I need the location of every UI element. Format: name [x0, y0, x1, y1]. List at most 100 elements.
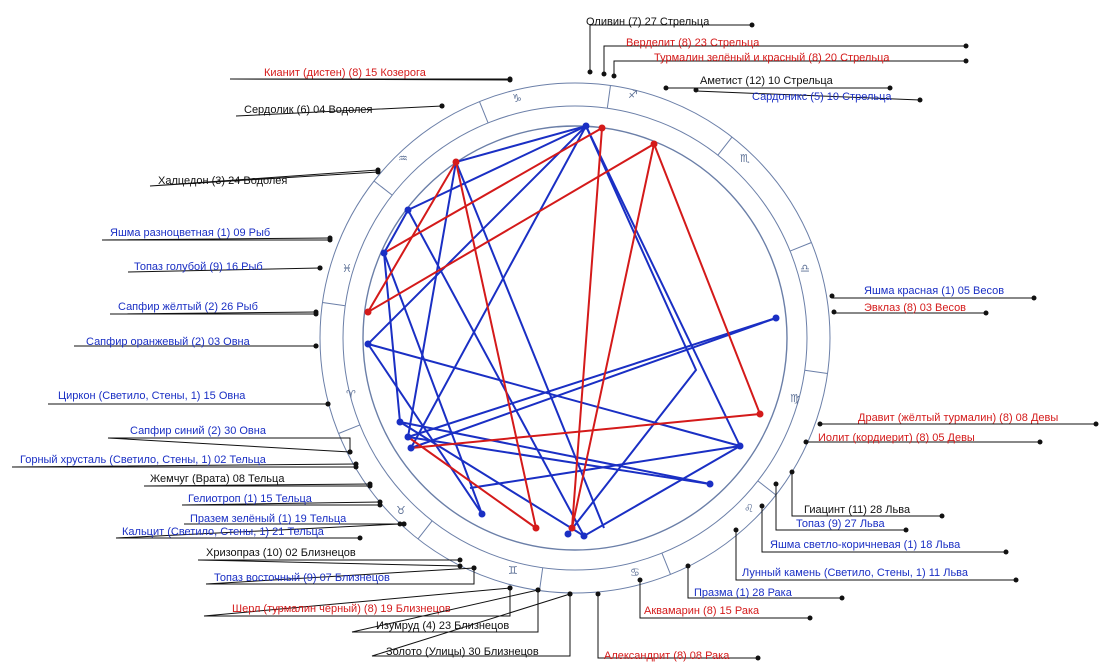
red-aspect-line: [365, 142, 761, 415]
leader-end-dot: [357, 535, 363, 541]
leader-end-dot: [401, 521, 407, 527]
red-aspect-line: [410, 413, 761, 449]
leader-ring-dot: [693, 87, 699, 93]
leader-ring-dot: [803, 439, 809, 445]
sign-divider: [539, 567, 544, 591]
label-leader-line: [205, 567, 475, 585]
aquarius-glyph: ♒: [398, 152, 408, 165]
blue-planet-dot: [396, 418, 404, 426]
leader-end-dot: [457, 557, 463, 563]
sign-divider: [717, 136, 733, 156]
zodiac-rings: [319, 82, 831, 594]
blue-aspect-line: [410, 317, 777, 449]
leader-end-dot: [983, 310, 989, 316]
leader-end-dot: [1003, 549, 1009, 555]
aries-glyph: ♈: [346, 388, 356, 401]
gem-label: Турмалин зелёный и красный (8) 20 Стрель…: [654, 52, 890, 64]
sign-divider: [373, 180, 393, 196]
label-leader-line: [761, 506, 1006, 553]
blue-planet-dot: [706, 480, 714, 488]
sign-dividers: [322, 85, 828, 591]
leader-ring-dot: [817, 421, 823, 427]
leader-end-dot: [887, 85, 893, 91]
label-leader-line: [127, 267, 321, 273]
leader-ring-dot: [685, 563, 691, 569]
leader-end-dot: [507, 76, 513, 82]
blue-planet-dot: [364, 340, 372, 348]
leader-ring-dot: [397, 521, 403, 527]
red-planet-dot: [568, 524, 576, 532]
taurus-glyph: ♉: [396, 504, 406, 517]
blue-aspect-line: [455, 161, 605, 529]
aspect-lines: [365, 125, 777, 538]
blue-planet-dot: [404, 206, 412, 214]
red-planet-dot: [364, 308, 372, 316]
leader-ring-dot: [637, 577, 643, 583]
leader-end-dot: [353, 464, 359, 470]
leader-ring-dot: [831, 309, 837, 315]
leader-end-dot: [377, 502, 383, 508]
blue-aspect-line: [367, 343, 741, 447]
leader-end-dot: [535, 587, 541, 593]
leader-ring-dot: [773, 481, 779, 487]
label-leader-line: [603, 45, 966, 74]
leader-end-dot: [439, 103, 445, 109]
outer-ring: [319, 82, 831, 594]
leader-ring-dot: [829, 293, 835, 299]
leader-end-dot: [313, 311, 319, 317]
label-leader-line: [229, 78, 511, 81]
red-planet-dot: [650, 140, 658, 148]
leader-end-dot: [755, 655, 761, 661]
gem-label: Гелиотроп (1) 15 Тельца: [188, 493, 313, 505]
label-leader-line: [235, 105, 443, 117]
sign-divider: [479, 101, 489, 124]
leader-end-dot: [807, 615, 813, 621]
label-leader-line: [371, 593, 571, 657]
blue-aspect-line: [407, 209, 585, 537]
gem-label: Верделит (8) 23 Стрельца: [626, 37, 760, 49]
leader-ring-dot: [457, 563, 463, 569]
aspect-points: [364, 122, 780, 540]
label-leader-line: [149, 169, 379, 187]
gem-label: Лунный камень (Светило, Стены, 1) 11 Льв…: [742, 567, 969, 579]
gem-label: Кианит (дистен) (8) 15 Козерога: [264, 67, 427, 79]
leader-end-dot: [917, 97, 923, 103]
gem-label: Дравит (жёлтый турмалин) (8) 08 Девы: [858, 412, 1058, 424]
leader-ring-dot: [663, 85, 669, 91]
gem-label: Топаз голубой (9) 16 Рыб: [134, 261, 263, 273]
inner-ring: [362, 125, 788, 551]
label-leader-line: [11, 463, 357, 468]
gem-label: Празем зелёный (1) 19 Тельца: [190, 513, 347, 525]
leader-ring-dot: [789, 469, 795, 475]
leader-ring-dot: [601, 71, 607, 77]
leader-end-dot: [313, 343, 319, 349]
red-aspect-line: [383, 127, 603, 254]
gem-label: Яшма красная (1) 05 Весов: [864, 285, 1004, 297]
gem-label: Циркон (Светило, Стены, 1) 15 Овна: [58, 390, 246, 402]
leader-ring-dot: [733, 527, 739, 533]
sign-divider: [757, 480, 777, 496]
gem-label: Кальцит (Светило, Стены, 1) 21 Тельца: [122, 526, 325, 538]
sign-divider: [789, 242, 812, 252]
blue-planet-dot: [736, 442, 744, 450]
sign-divider: [322, 302, 346, 307]
blue-aspect-line: [567, 125, 698, 535]
blue-planet-dot: [582, 122, 590, 130]
blue-aspect-line: [383, 252, 483, 515]
red-planet-dot: [598, 124, 606, 132]
leader-ring-dot: [759, 503, 765, 509]
leader-end-dot: [963, 43, 969, 49]
blue-planet-dot: [404, 433, 412, 441]
libra-glyph: ♎: [800, 262, 810, 275]
leader-ring-dot: [587, 69, 593, 75]
gemini-glyph: ♊: [508, 564, 518, 577]
leo-glyph: ♌: [744, 502, 754, 515]
gem-label: Топаз (9) 27 Льва: [796, 518, 885, 530]
label-leader-line: [181, 501, 381, 506]
blue-aspect-line: [407, 317, 777, 438]
label-leader-line: [791, 472, 942, 517]
blue-planet-dot: [564, 530, 572, 538]
leader-end-dot: [839, 595, 845, 601]
